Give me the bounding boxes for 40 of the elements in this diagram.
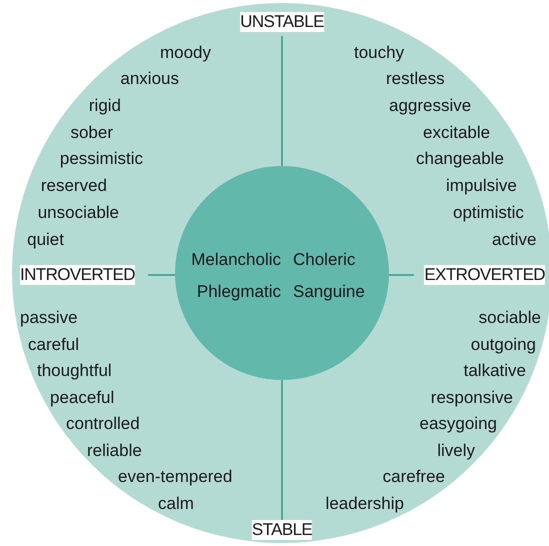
trait-label: talkative [464, 361, 526, 381]
trait-label: peaceful [50, 388, 114, 408]
trait-label: impulsive [446, 176, 517, 196]
trait-label: unsociable [38, 203, 119, 223]
trait-label: sober [70, 123, 113, 143]
trait-label: restless [386, 69, 445, 89]
temperament-label: Choleric [293, 250, 356, 270]
trait-label: lively [437, 441, 475, 461]
trait-label: touchy [354, 43, 404, 63]
trait-label: calm [158, 494, 194, 514]
trait-label: reserved [40, 176, 107, 196]
trait-label: pessimistic [60, 149, 143, 169]
trait-label: sociable [478, 308, 541, 328]
trait-label: even-tempered [118, 467, 232, 487]
temperament-label: Phlegmatic [196, 282, 281, 302]
axis-label: INTROVERTED [20, 265, 135, 285]
trait-label: changeable [416, 149, 504, 169]
trait-label: controlled [66, 414, 140, 434]
trait-label: easygoing [419, 414, 497, 434]
trait-label: outgoing [470, 335, 536, 355]
trait-label: quiet [27, 230, 64, 250]
trait-label: responsive [430, 388, 513, 408]
trait-label: carefree [382, 467, 445, 487]
trait-label: passive [20, 308, 78, 328]
axis-label: EXTROVERTED [424, 265, 545, 285]
trait-label: aggressive [389, 96, 472, 116]
trait-label: thoughtful [37, 361, 112, 381]
trait-label: leadership [326, 494, 404, 514]
temperament-label: Melancholic [191, 250, 281, 270]
trait-label: reliable [87, 441, 142, 461]
trait-label: moody [160, 43, 211, 63]
axis-label: STABLE [252, 520, 312, 540]
temperament-label: Sanguine [293, 282, 365, 302]
trait-label: active [492, 230, 536, 250]
axis-label: UNSTABLE [240, 12, 324, 32]
trait-label: rigid [88, 96, 121, 116]
trait-label: anxious [120, 69, 179, 89]
trait-label: careful [28, 335, 80, 355]
trait-label: excitable [423, 123, 490, 143]
trait-label: optimistic [453, 203, 524, 223]
